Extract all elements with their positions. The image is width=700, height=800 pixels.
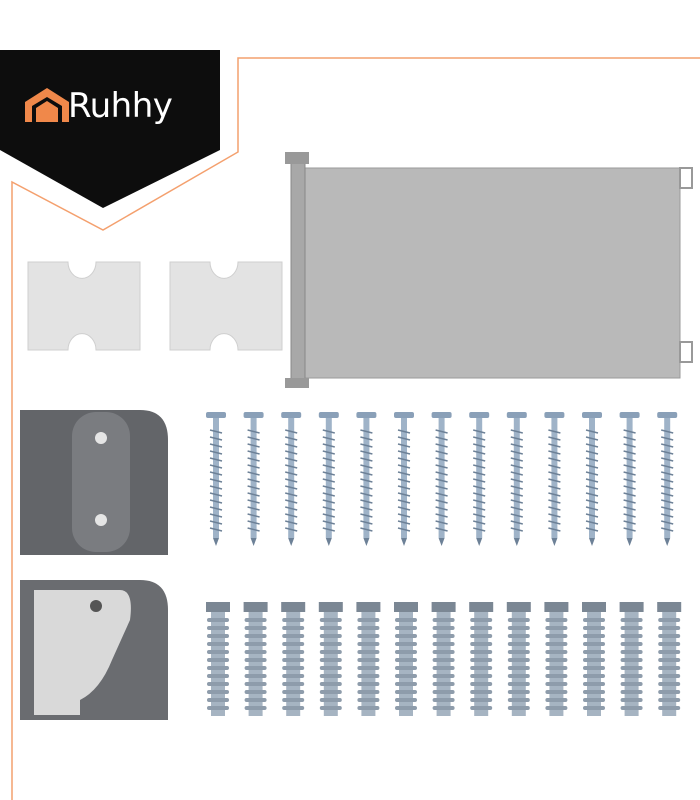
wall-anchor [582,602,606,716]
screw [431,412,452,546]
brand-banner [0,50,220,208]
brand-name: Ruhhy [68,86,173,126]
wall-anchor [206,602,230,716]
wall-anchor [394,602,418,716]
screw [318,412,339,546]
screw [394,412,414,546]
screw [206,412,226,546]
wall-anchor [356,602,381,716]
wall-anchor [657,602,682,716]
wall-anchor [431,602,456,716]
screw [281,412,302,546]
wall-anchor [619,602,644,716]
adhesive-pad [169,261,283,351]
screw [469,412,490,546]
wall-anchor [318,602,343,716]
wall-anchor [243,602,268,716]
adhesive-pad [27,261,141,351]
wall-bracket-front [20,580,168,720]
accent-border [11,57,700,800]
house-icon [25,88,69,122]
screw [506,412,527,546]
screw [544,412,565,546]
screw [619,412,640,546]
screw [243,412,264,546]
wall-bracket-back [20,410,168,555]
wall-anchor [544,602,569,716]
screw [582,412,602,546]
screw [356,412,377,546]
wall-anchor [281,602,306,716]
retractable-gate [285,152,693,388]
wall-anchor [469,602,494,716]
screw [657,412,678,546]
wall-anchor [506,602,531,716]
